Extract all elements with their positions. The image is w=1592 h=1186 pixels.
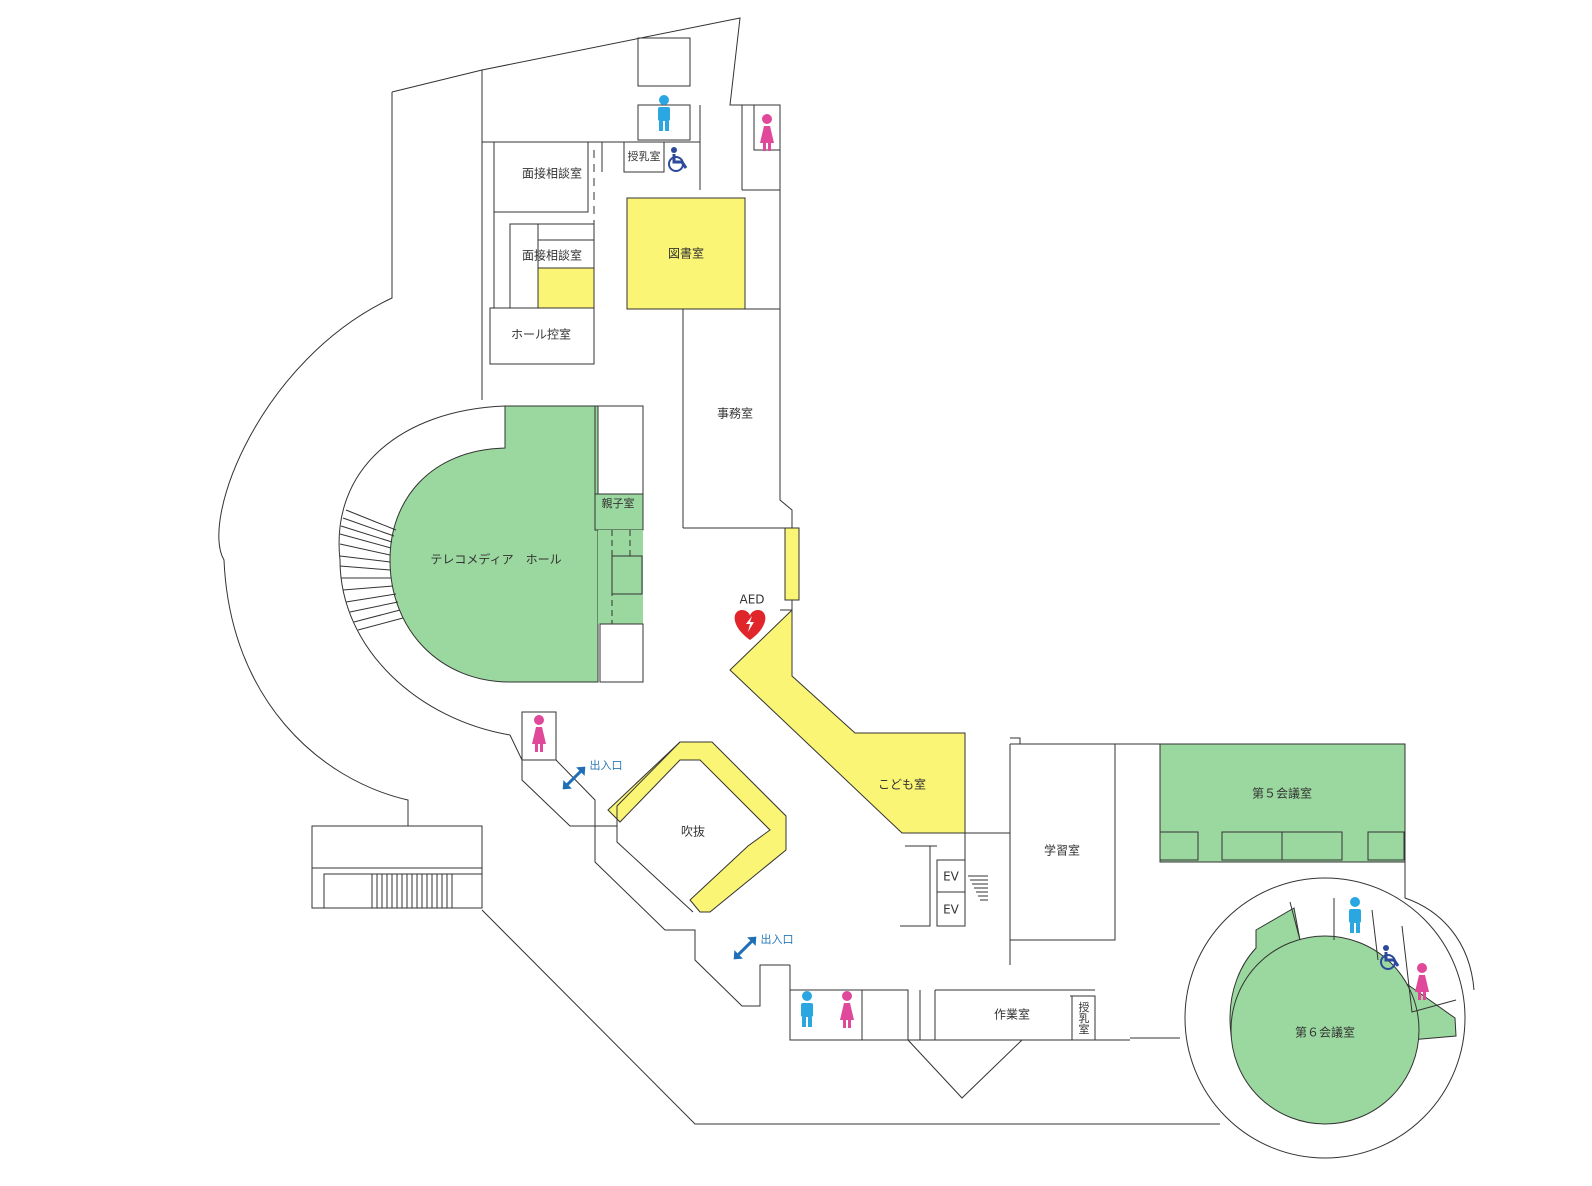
double-arrow-icon [733, 936, 757, 960]
double-arrow-icon [562, 766, 586, 790]
hall-stairs [339, 509, 404, 631]
hall-waiting-room [489, 307, 595, 365]
label-nursing-room-bottom: 授乳室 [1077, 1000, 1090, 1034]
label-office: 事務室 [717, 406, 753, 421]
female-restroom-icon [532, 715, 546, 752]
label-parent-child-room: 親子室 [602, 496, 635, 510]
yellow-strip [784, 527, 800, 601]
meeting-room-5 [1159, 743, 1406, 863]
label-study-room: 学習室 [1044, 843, 1080, 858]
label-interview-room-1: 面接相談室 [522, 166, 582, 181]
label-meeting-room-6: 第６会議室 [1295, 1025, 1355, 1040]
label-aed: AED [739, 593, 764, 607]
label-interview-room-2: 面接相談室 [522, 248, 582, 263]
wheelchair-icon [668, 147, 688, 172]
label-hall-waiting-room: ホール控室 [511, 327, 571, 342]
wheelchair-icon [1380, 945, 1400, 970]
label-entrance-2: 出入口 [761, 932, 794, 946]
female-restroom-icon [760, 114, 774, 151]
elevator-area [900, 733, 1011, 965]
aed-heart-icon [734, 610, 766, 640]
label-work-room: 作業室 [994, 1007, 1030, 1022]
atrium [607, 741, 787, 913]
telecom-hall [389, 405, 599, 683]
label-telecom-hall: テレコメディア ホール [430, 552, 561, 567]
office-area [682, 308, 792, 529]
label-entrance-1: 出入口 [590, 758, 623, 772]
label-atrium: 吹抜 [681, 825, 705, 839]
bottom-service-rooms [789, 965, 1130, 1099]
male-restroom-icon [801, 991, 813, 1027]
meeting-room-6-rotunda [1184, 877, 1466, 1159]
label-ev-1: EV [943, 870, 960, 884]
interview-rooms [493, 141, 595, 309]
label-library: 図書室 [668, 246, 704, 261]
label-kids-room: こども室 [878, 777, 926, 792]
female-restroom-icon [840, 991, 854, 1028]
male-restroom-icon [658, 95, 670, 131]
label-ev-2: EV [943, 903, 960, 917]
label-nursing-room-top: 授乳室 [628, 149, 661, 163]
lower-corridor [509, 711, 790, 1007]
male-restroom-icon [1349, 897, 1361, 933]
entrance-canopy [311, 825, 483, 909]
label-meeting-room-5: 第５会議室 [1252, 786, 1312, 801]
female-restroom-icon [1415, 963, 1429, 1000]
study-room [1010, 743, 1116, 941]
library-room [626, 197, 746, 310]
interview-room-yellow [537, 267, 595, 309]
hall-side-rooms [594, 405, 644, 683]
